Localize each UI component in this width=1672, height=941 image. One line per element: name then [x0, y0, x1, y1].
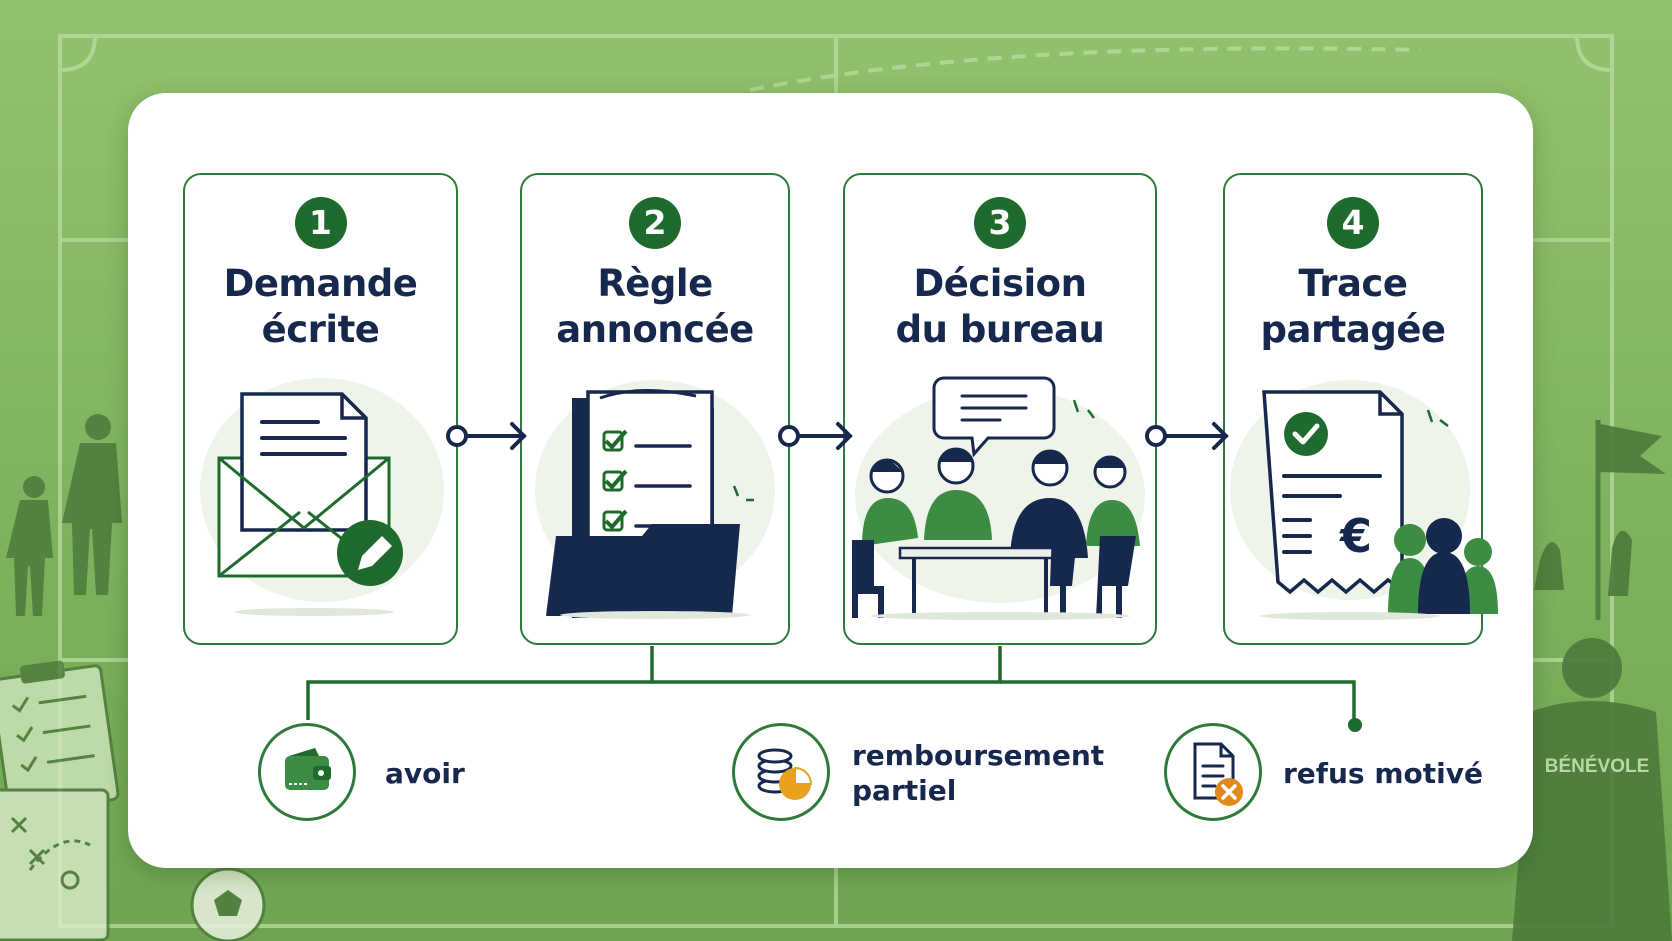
volunteer-shirt-text: BÉNÉVOLE — [1545, 755, 1650, 777]
step-card-2: 2 Règle annoncée — [520, 173, 790, 645]
step-title: Trace partagée — [1260, 262, 1446, 351]
step-card-1: 1 Demande écrite — [183, 173, 458, 645]
outcome-label-refus: refus motivé — [1283, 757, 1483, 790]
step-title: Décision du bureau — [895, 262, 1105, 351]
outcome-avoir-circle — [258, 723, 356, 821]
step-card-3: 3 Décision du bureau — [843, 173, 1157, 645]
step-number-badge: 4 — [1327, 197, 1379, 249]
document-cross-icon — [1193, 742, 1243, 806]
outcome-remboursement-circle — [732, 723, 830, 821]
step-number-badge: 2 — [629, 197, 681, 249]
outcome-label-remboursement: remboursement partiel — [852, 739, 1105, 807]
step-title: Règle annoncée — [556, 262, 754, 351]
outcome-label-avoir: avoir — [385, 757, 465, 790]
wallet-icon — [285, 748, 331, 790]
step-title: Demande écrite — [223, 262, 418, 351]
step-card-4: 4 Trace partagée — [1223, 173, 1483, 645]
step-number-badge: 1 — [294, 197, 347, 249]
outcome-refus-circle — [1164, 723, 1262, 821]
coins-pie-chart-icon — [757, 748, 813, 800]
step-number-badge: 3 — [974, 197, 1026, 249]
